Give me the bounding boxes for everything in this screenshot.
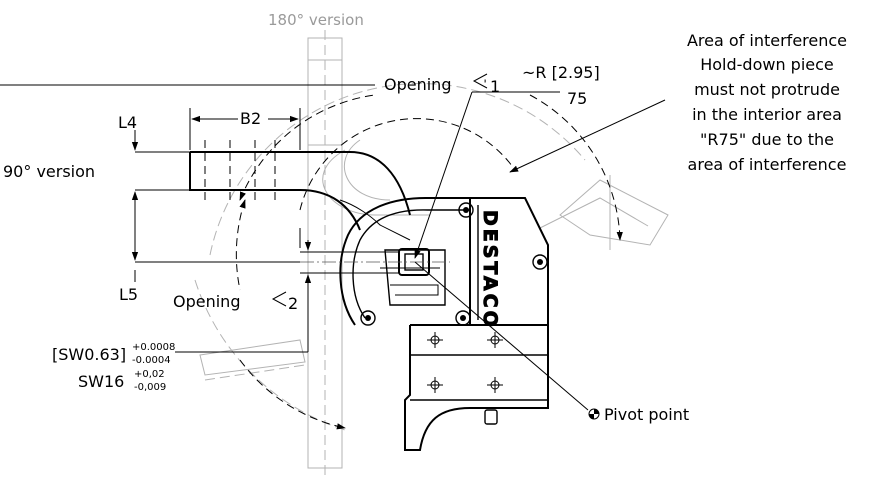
label-opening-2-num: 2 [288, 294, 298, 313]
interference-note: Area of interference Hold-down piece mus… [687, 31, 847, 174]
label-90-version: 90° version [3, 162, 95, 181]
label-radius-metric: 75 [567, 89, 587, 108]
angle-icon [271, 291, 287, 307]
note-line: area of interference [688, 155, 847, 174]
clamp-body [300, 196, 549, 451]
label-pivot-point: Pivot point [604, 405, 689, 424]
label-opening-2: Opening [173, 292, 240, 311]
pivot-point-icon [588, 408, 600, 420]
label-sw-metric-plus: +0,02 [134, 369, 165, 380]
label-sw-imperial-plus: +0.0008 [132, 342, 175, 353]
note-line: in the interior area [692, 105, 842, 124]
label-opening-1: Opening [384, 75, 451, 94]
note-line: must not protrude [694, 80, 840, 99]
label-180-version: 180° version [268, 11, 364, 29]
note-line: Hold-down piece [700, 55, 834, 74]
label-sw-metric: SW16 [78, 372, 124, 391]
label-L4: L4 [118, 113, 137, 132]
label-sw-imperial: [SW0.63] [52, 345, 126, 364]
arm-90-version [189, 140, 411, 231]
label-B2: B2 [240, 109, 261, 128]
label-radius-imperial: ~R [2.95] [522, 63, 600, 82]
label-sw-metric-minus: -0,009 [134, 382, 166, 393]
label-sw-imperial-minus: -0.0004 [132, 355, 171, 366]
note-line: Area of interference [687, 31, 847, 50]
brand-lettering: DESTACO [479, 210, 501, 330]
note-line: "R75" due to the [700, 130, 834, 149]
dimension-lines [0, 84, 666, 430]
angle-icon [472, 73, 488, 89]
label-opening-1-num: 1 [490, 77, 500, 96]
label-L5: L5 [119, 285, 138, 304]
